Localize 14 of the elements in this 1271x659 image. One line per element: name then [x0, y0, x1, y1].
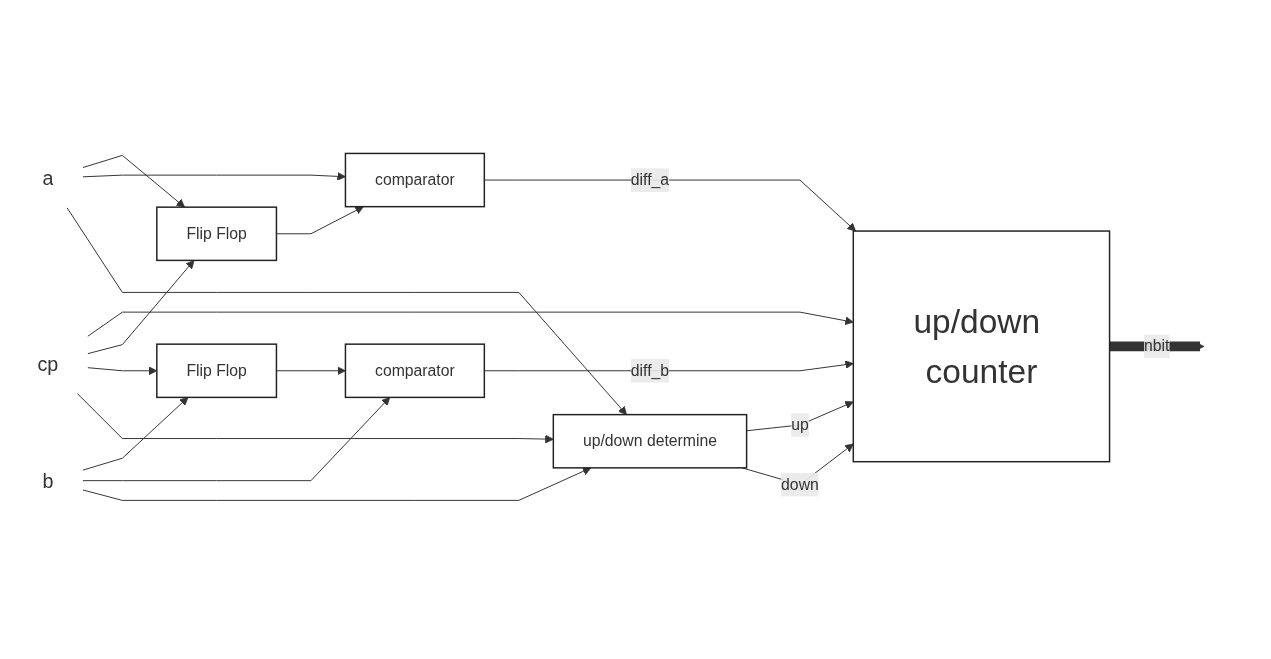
node-box: comparator	[344, 152, 486, 208]
node-box: up/down determine	[552, 413, 748, 469]
node-box: Flip Flop	[156, 206, 278, 262]
node-text: cp	[37, 353, 59, 375]
node-box: up/down counter	[852, 230, 1111, 463]
edge-label: diff_b	[630, 361, 670, 379]
edge-label: nbit	[1144, 337, 1170, 355]
edge-label: down	[781, 475, 819, 493]
edge-label: up	[791, 416, 809, 433]
node-box: Flip Flop	[156, 343, 278, 399]
node-text: b	[42, 469, 54, 492]
node-box: comparator	[344, 343, 486, 399]
node-text: a	[42, 167, 54, 190]
edge-label: diff_a	[630, 171, 670, 188]
